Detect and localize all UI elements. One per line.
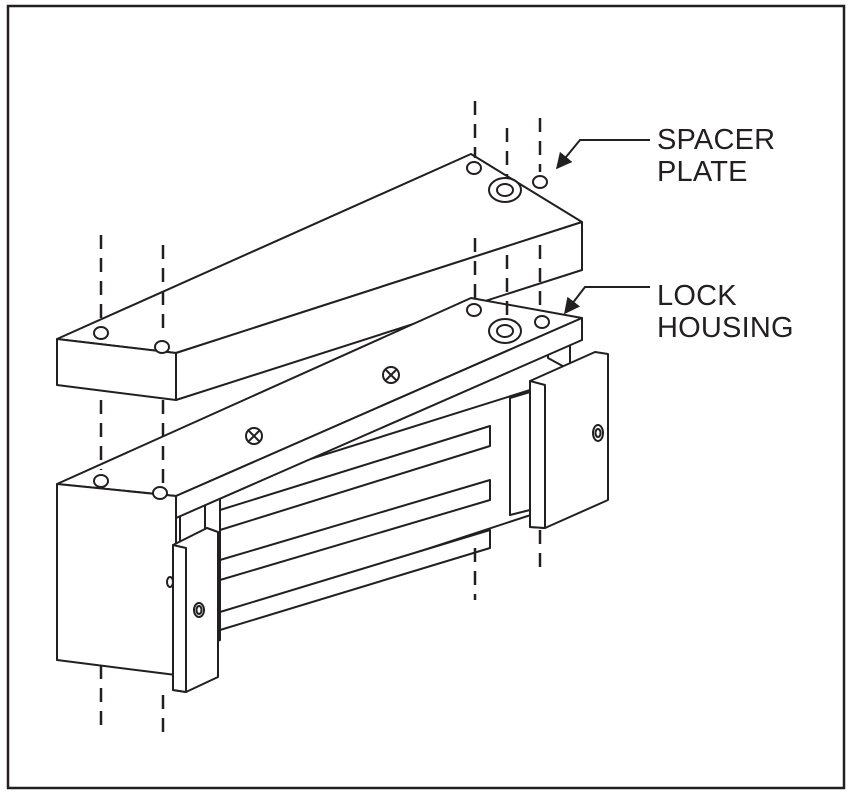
lock-housing (56, 297, 609, 693)
housing-hole-right-2 (534, 315, 550, 329)
frame-border (6, 4, 846, 790)
lock-housing-label-line-2: HOUSING (657, 312, 794, 344)
lock-housing-label: LOCK HOUSING (657, 280, 794, 344)
housing-hole-left-1 (93, 474, 109, 488)
phillips-screw-icon (245, 427, 263, 445)
lock-housing-label-line-1: LOCK (657, 280, 737, 312)
spacer-hole-left-2 (154, 340, 170, 354)
housing-front-face (56, 483, 177, 676)
housing-hole-right-1 (466, 303, 482, 317)
spacer-hole-right-1 (466, 161, 482, 175)
phillips-screw-icon (382, 366, 400, 384)
spacer-plate-label-line-2: PLATE (657, 156, 748, 188)
spacer-plate-label-line-1: SPACER (657, 124, 776, 156)
spacer-plate-label: SPACER PLATE (657, 124, 775, 188)
alignment-lines (99, 101, 542, 736)
spacer-hole-left-1 (93, 326, 109, 340)
housing-hole-left-2 (152, 486, 168, 500)
spacer-plate-side-face (175, 221, 583, 401)
spacer-hole-right-2 (532, 175, 548, 189)
callout-arrow-icon (555, 139, 650, 315)
spacer-plate (56, 153, 583, 401)
